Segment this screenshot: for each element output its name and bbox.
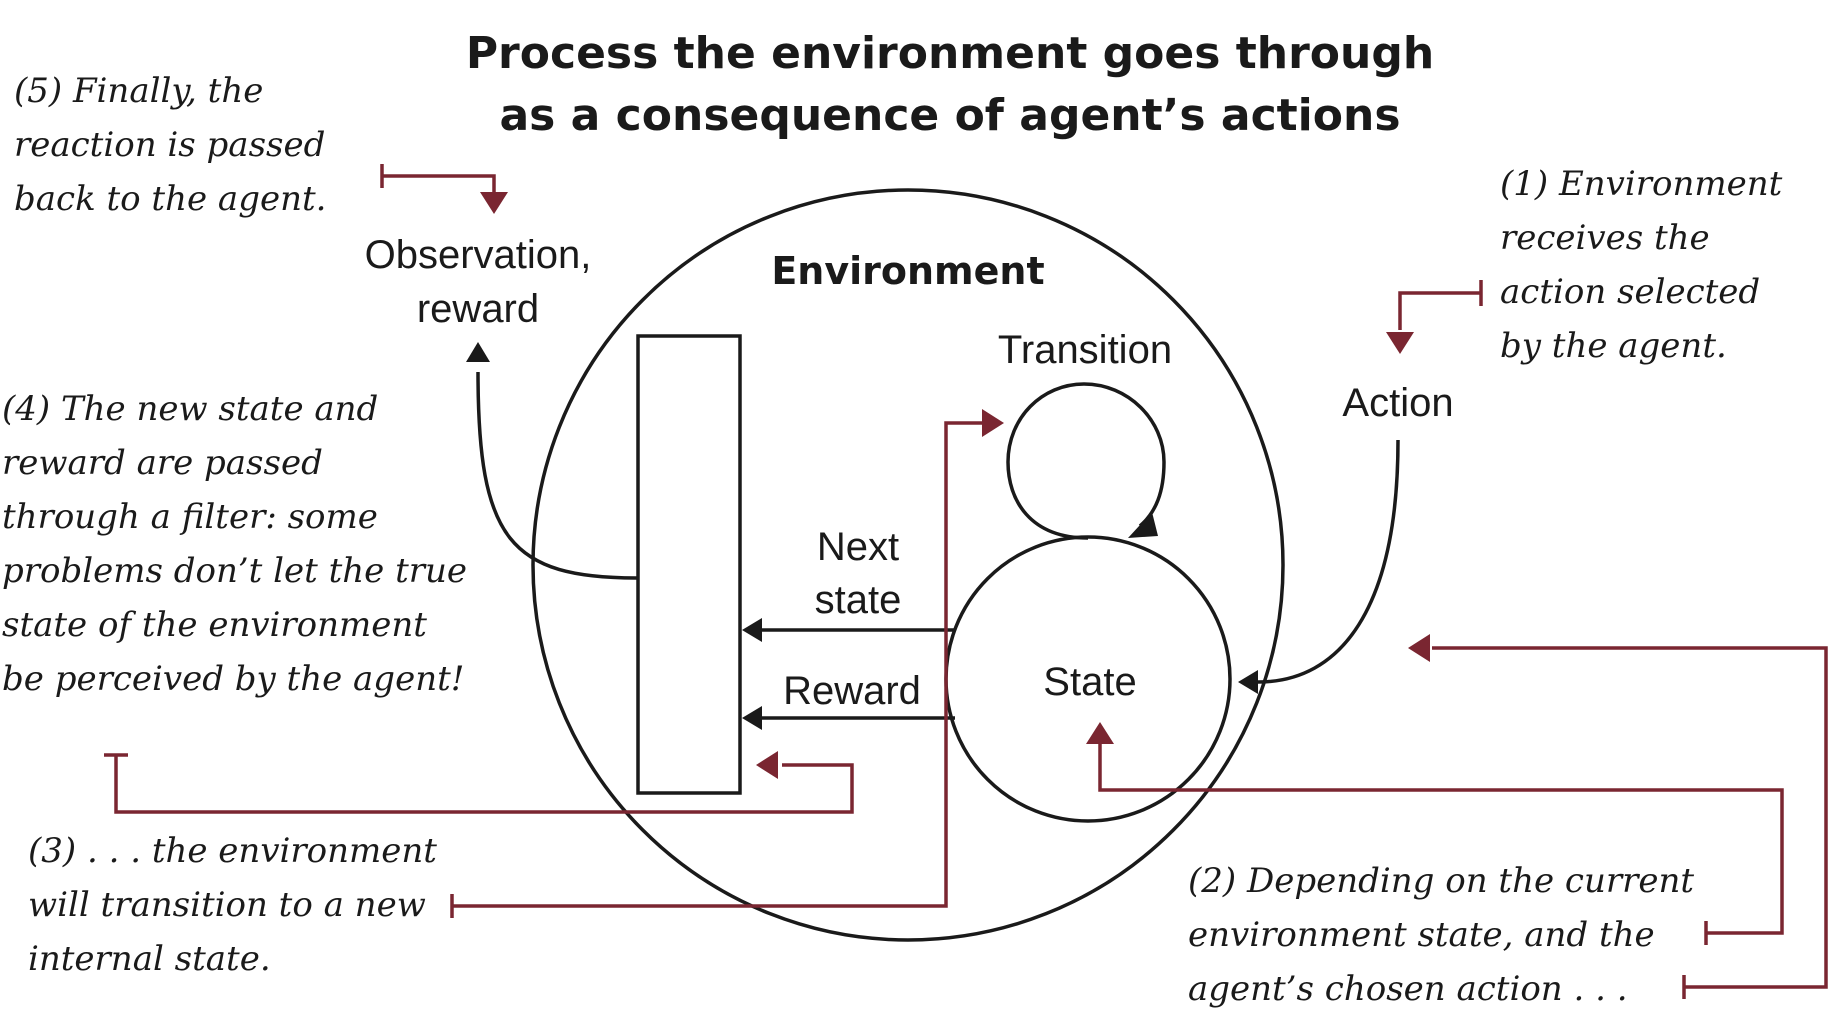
annotation-step3: (3) . . . the environment will transitio…: [28, 831, 437, 979]
observation-label-line1: Observation,: [365, 233, 592, 277]
observation-arrowhead: [466, 342, 490, 362]
step3-pointer: [450, 421, 984, 918]
note-step2-line2: environment state, and the: [1188, 915, 1655, 955]
transition-label: Transition: [998, 328, 1172, 372]
note-step4-line2: reward are passed: [2, 443, 323, 483]
note-step1-line1: (1) Environment: [1500, 164, 1783, 204]
annotation-step2: (2) Depending on the current environment…: [1188, 861, 1694, 1009]
note-step1-line3: action selected: [1500, 272, 1760, 312]
transition-loop-arrowhead: [1128, 512, 1158, 538]
step2-pointer-to-state: [1098, 744, 1784, 945]
step2-pointer-to-state-arrowhead: [1086, 722, 1114, 744]
step1-pointer: [1398, 280, 1483, 330]
step5-pointer: [380, 164, 496, 194]
environment-circle: [531, 188, 1285, 942]
observation-arrow: [476, 371, 639, 580]
annotation-step1: (1) Environment receives the action sele…: [1500, 164, 1783, 366]
step2-pointer-to-action-arrowhead: [1408, 634, 1430, 662]
state-label: State: [1043, 660, 1136, 704]
note-step5-line2: reaction is passed: [14, 125, 325, 165]
filter-box: [636, 334, 742, 795]
note-step3-line3: internal state.: [28, 939, 271, 979]
note-step4-line3: through a filter: some: [2, 497, 378, 537]
step2-pointer-to-action: [1432, 646, 1828, 999]
environment-label: Environment: [771, 249, 1044, 293]
action-arrowhead: [1238, 670, 1258, 694]
step3-pointer-arrowhead: [982, 409, 1004, 437]
observation-label-line2: reward: [417, 287, 539, 331]
step5-pointer-arrowhead: [480, 192, 508, 214]
action-arrow: [1257, 439, 1400, 684]
step1-pointer-arrowhead: [1386, 332, 1414, 354]
next-state-label-line2: state: [815, 578, 902, 622]
step4-pointer: [104, 753, 854, 814]
note-step2-line3: agent’s chosen action . . .: [1188, 969, 1628, 1009]
note-step4-line5: state of the environment: [2, 605, 427, 645]
note-step3-line2: will transition to a new: [28, 885, 426, 925]
diagram-title-line2: as a consequence of agent’s actions: [499, 90, 1400, 141]
note-step4-line1: (4) The new state and: [2, 389, 378, 429]
action-label: Action: [1342, 381, 1453, 425]
next-state-arrowhead: [742, 618, 762, 642]
note-step1-line2: receives the: [1500, 218, 1710, 258]
step4-pointer-arrowhead: [756, 751, 778, 779]
transition-loop-arrow: [1006, 382, 1166, 540]
note-step3-line1: (3) . . . the environment: [28, 831, 437, 871]
diagram-title-line1: Process the environment goes through: [466, 28, 1434, 79]
reward-label: Reward: [783, 669, 921, 713]
next-state-label-line1: Next: [817, 525, 899, 569]
note-step4-line6: be perceived by the agent!: [2, 659, 464, 699]
annotation-step4: (4) The new state and reward are passed …: [2, 389, 467, 699]
reward-arrowhead: [742, 706, 762, 730]
note-step5-line1: (5) Finally, the: [14, 71, 263, 111]
note-step4-line4: problems don’t let the true: [2, 551, 467, 591]
note-step5-line3: back to the agent.: [14, 179, 326, 219]
note-step2-line1: (2) Depending on the current: [1188, 861, 1694, 901]
annotation-step5: (5) Finally, the reaction is passed back…: [14, 71, 326, 219]
note-step1-line4: by the agent.: [1500, 326, 1727, 366]
